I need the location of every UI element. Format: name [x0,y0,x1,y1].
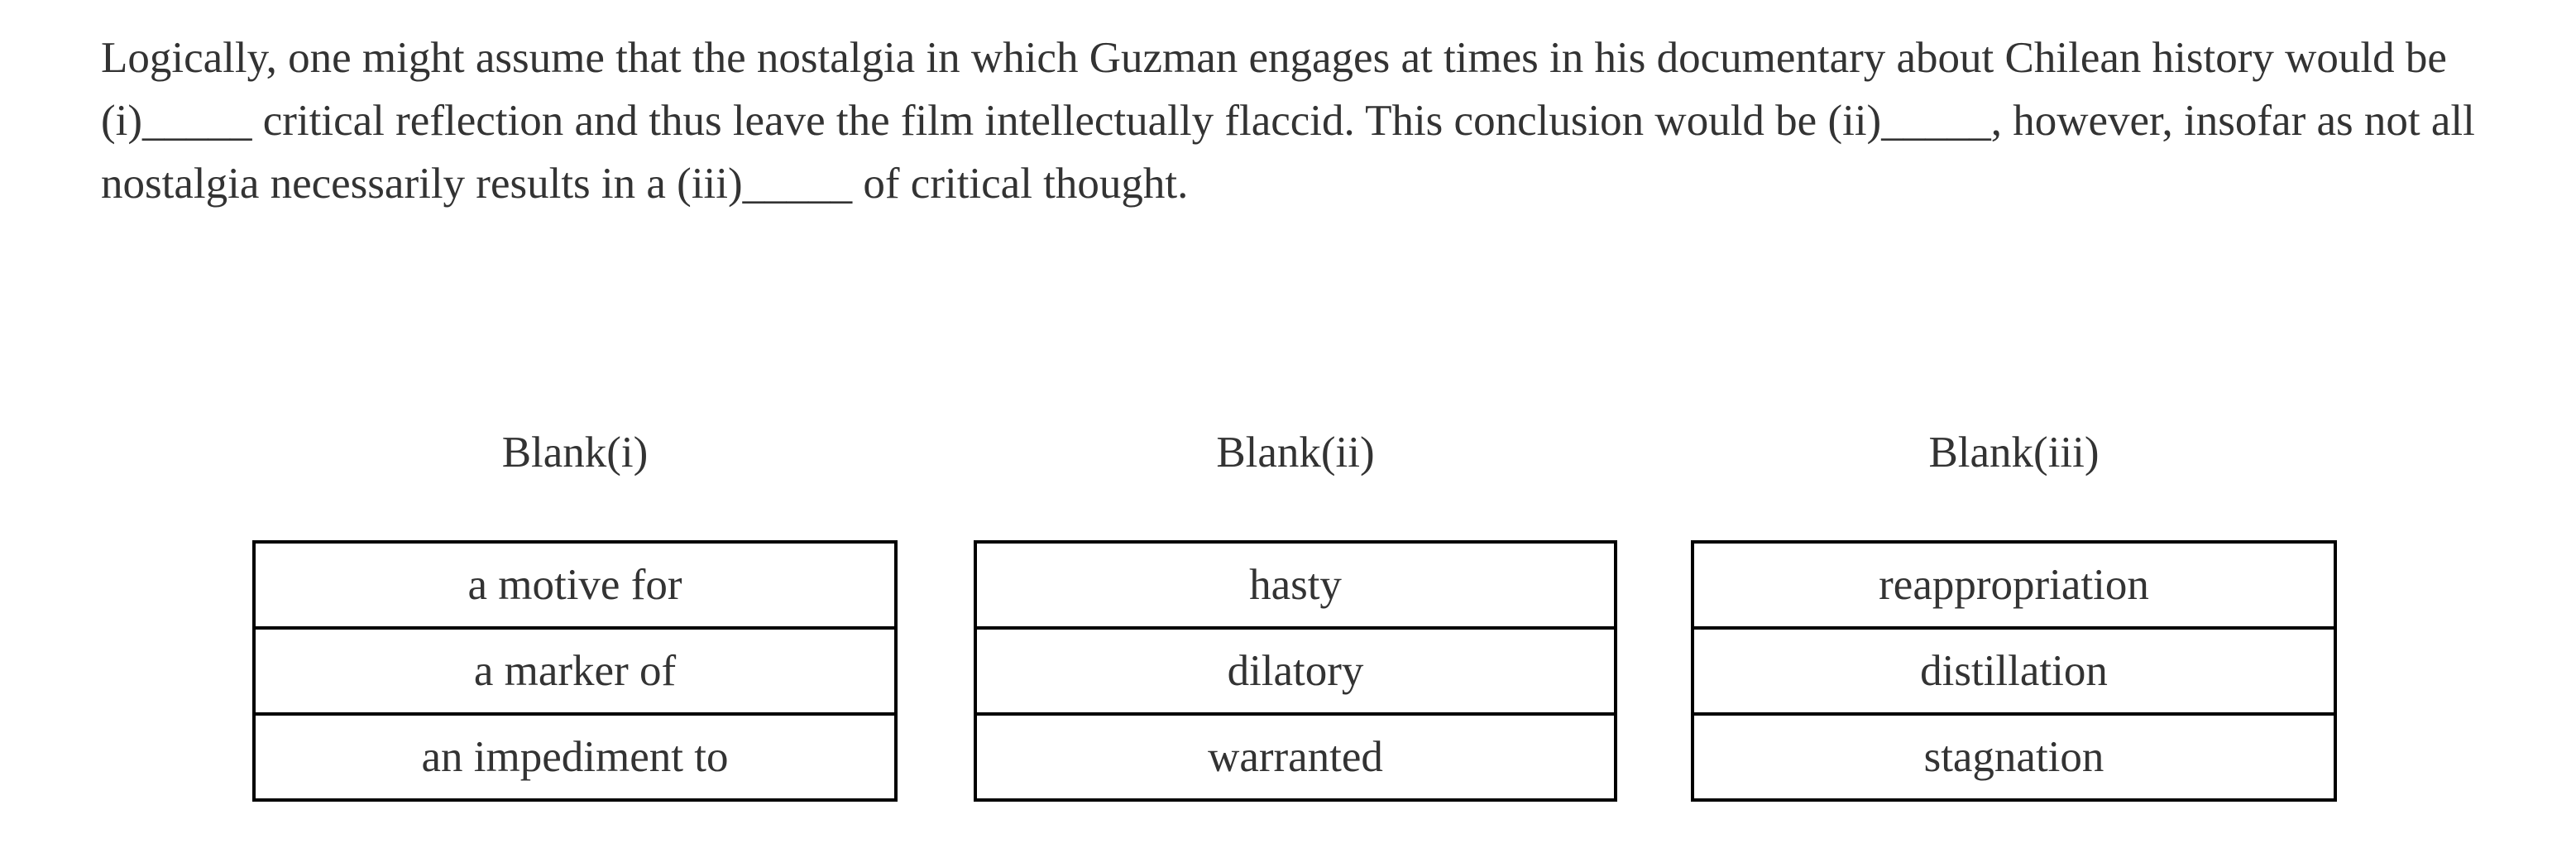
passage-line-1: Logically, one might assume that the nos… [101,34,2447,82]
blank-ii-option-3[interactable]: warranted [1208,733,1383,781]
blank-iii-option-1[interactable]: reappropriation [1694,544,2334,630]
blank-ii-option-2[interactable]: dilatory [977,630,1614,716]
blank-iii-option-3[interactable]: stagnation [1923,733,2104,781]
passage-line-3: nostalgia necessarily results in a (iii)… [101,160,1189,208]
blank-iii-options-table: reappropriation distillation stagnation [1691,540,2337,802]
blank-ii-options-table: hasty dilatory warranted [974,540,1617,802]
blank-ii-option-1[interactable]: hasty [977,544,1614,630]
blank-iii-header: Blank(iii) [1928,429,2100,477]
blank-i-option-3[interactable]: an impediment to [421,733,729,781]
passage-line-2: (i)_____ critical reflection and thus le… [101,97,2475,145]
blank-i-options-table: a motive for a marker of an impediment t… [252,540,898,802]
blank-iii-option-2[interactable]: distillation [1694,630,2334,716]
blank-i-option-1[interactable]: a motive for [256,544,894,630]
passage: Logically, one might assume that the nos… [101,26,2525,215]
blank-i-header: Blank(i) [501,429,649,477]
blank-ii-header: Blank(ii) [1216,429,1375,477]
blank-i-option-2[interactable]: a marker of [256,630,894,716]
